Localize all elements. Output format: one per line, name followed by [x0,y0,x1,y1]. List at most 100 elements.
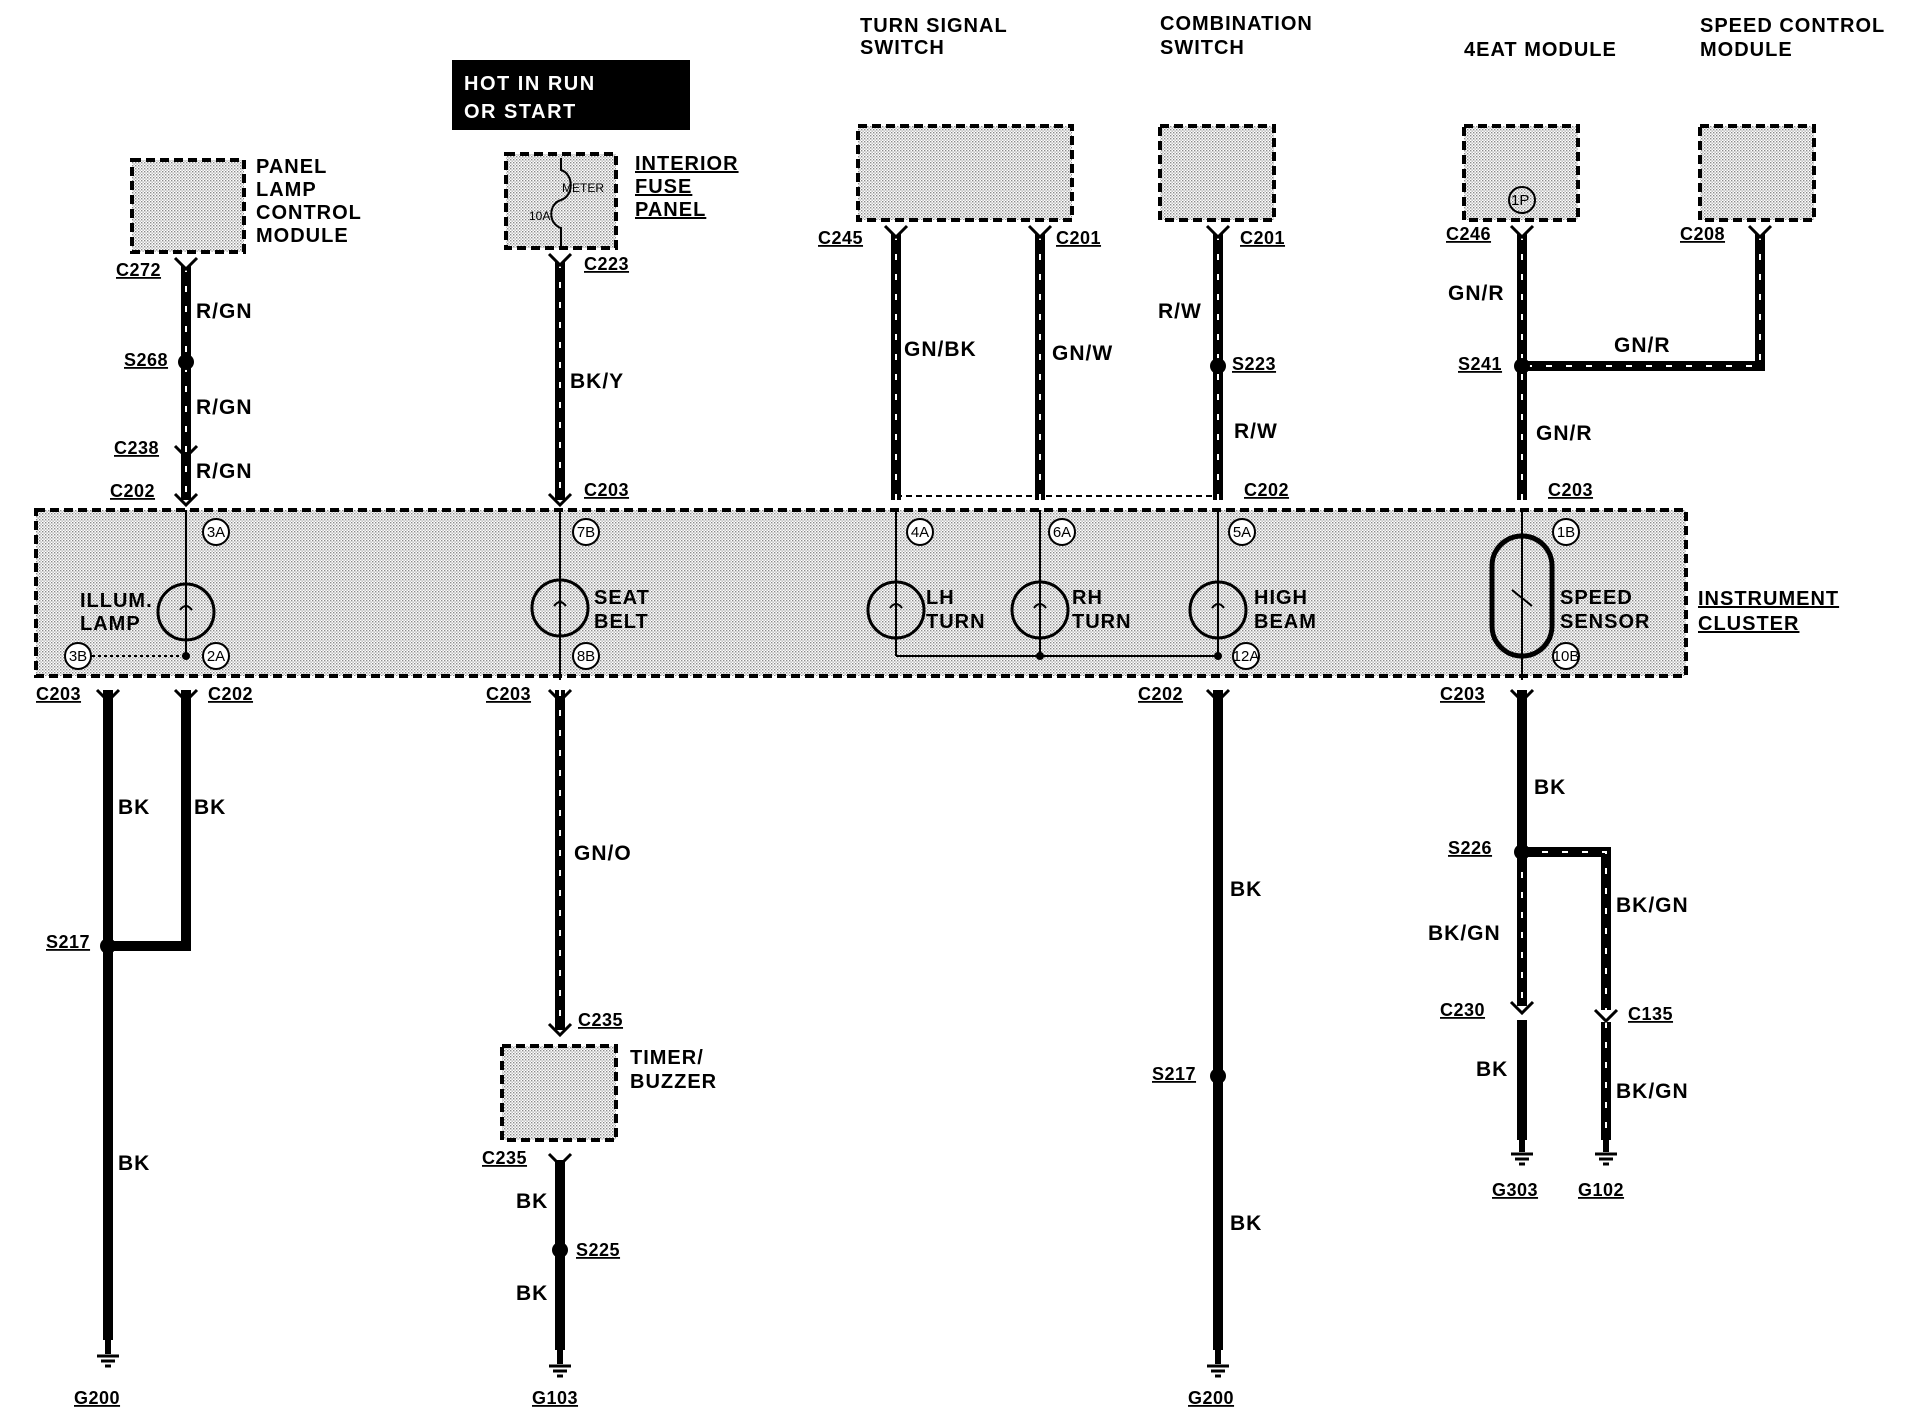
connector-c245: C245 [818,228,863,248]
connector-mark [173,688,199,704]
connector-c202-top-right: C202 [1244,480,1289,500]
lh-turn-lamp: LH TURN [866,580,986,640]
wire-label-bk-4: BK [516,1190,548,1213]
svg-text:ILLUM.: ILLUM. [80,590,153,612]
svg-text:SEAT: SEAT [594,587,650,609]
splice-dot [552,1242,568,1258]
connector-mark [547,252,573,268]
wire-label-gnr-1: GN/R [1448,282,1505,305]
pin-3b: 3B [64,642,92,670]
svg-text:HIGH: HIGH [1254,587,1308,609]
splice-dot [178,354,194,370]
pin-8b: 8B [572,642,600,670]
ground-g103: G103 [532,1388,578,1408]
connector-mark [1205,224,1231,240]
connector-mark [1509,1000,1535,1016]
wire-label-rgn-3: R/GN [196,460,253,483]
svg-text:TURN SIGNAL: TURN SIGNAL [860,15,1008,37]
connector-c203-top-speed: C203 [1548,480,1593,500]
splice-dot [1514,844,1530,860]
4eat-module-box [1462,124,1580,222]
wires [95,224,1773,1376]
wire-speed-bkgn-c135 [1522,847,1611,1010]
fuse-meter-label: METER [562,181,604,195]
connector-c246: C246 [1446,224,1491,244]
notice-line-2: OR START [464,101,577,123]
splice-dot [1210,358,1226,374]
svg-text:7B: 7B [577,524,595,541]
wire-label-bk-5: BK [516,1282,548,1305]
ground-symbol [1207,1350,1229,1376]
wire-label-bky: BK/Y [570,370,624,393]
pin-5a: 5A [1228,518,1256,546]
connector-c203-top-seat: C203 [584,480,629,500]
combination-switch-box [1158,124,1276,222]
svg-text:3B: 3B [69,648,87,665]
rh-turn-lamp: RH TURN [1010,580,1131,640]
connector-c223: C223 [584,254,629,274]
svg-text:PANEL: PANEL [635,199,706,221]
splice-s241: S241 [1458,354,1502,374]
wire-speed-control-gnr [1522,234,1765,371]
svg-text:BELT: BELT [594,611,649,633]
ground-symbol [549,1350,571,1376]
hot-in-run-notice: HOT IN RUN OR START [452,60,690,130]
panel-lamp-module-box [130,158,246,254]
4eat-pin-1p: 1P [1508,186,1536,214]
splice-s223: S223 [1232,354,1276,374]
splice-s226: S226 [1448,838,1492,858]
connector-c203-bottom-left: C203 [36,684,81,704]
wire-label-bk-8: BK [1534,776,1566,799]
wire-label-bkgn-2: BK/GN [1616,894,1689,917]
svg-text:SPEED CONTROL: SPEED CONTROL [1700,15,1885,37]
svg-text:PANEL: PANEL [256,156,327,178]
connector-mark [173,492,199,508]
svg-text:SWITCH: SWITCH [1160,37,1245,59]
connector-mark [547,688,573,704]
svg-text:12A: 12A [1233,648,1260,665]
connector-c202-top-left: C202 [110,481,155,501]
timer-buzzer-box [500,1044,618,1142]
svg-text:3A: 3A [207,524,225,541]
connector-mark [547,492,573,508]
splice-s268: S268 [124,350,168,370]
connector-mark [1205,688,1231,704]
wire-cluster-bk-illum [108,690,191,951]
wire-label-bk-9: BK [1476,1058,1508,1081]
connector-c208: C208 [1680,224,1725,244]
ground-symbol [1511,1138,1533,1164]
wire-label-bk-2: BK [194,796,226,819]
speed-sensor: SPEED SENSOR [1489,533,1649,659]
high-beam-lamp: HIGH BEAM [1188,580,1316,640]
interior-fuse-panel-label: INTERIOR FUSE PANEL [635,153,738,221]
splice-dot [1210,1068,1226,1084]
connector-c202-bottom-right: C202 [1138,684,1183,704]
pin-2a: 2A [202,642,230,670]
svg-text:MODULE: MODULE [256,225,349,247]
connector-c203-bottom-speed: C203 [1440,684,1485,704]
seat-belt-lamp: SEAT BELT [530,578,650,638]
svg-text:TURN: TURN [926,611,986,633]
svg-text:BUZZER: BUZZER [630,1071,717,1093]
svg-text:CONTROL: CONTROL [256,202,362,224]
svg-text:CLUSTER: CLUSTER [1698,613,1799,635]
connector-c235-top: C235 [578,1010,623,1030]
wire-label-rw-1: R/W [1158,300,1202,323]
svg-text:SWITCH: SWITCH [860,37,945,59]
ground-g102: G102 [1578,1180,1624,1200]
connector-c230: C230 [1440,1000,1485,1020]
svg-text:6A: 6A [1053,524,1071,541]
svg-text:5A: 5A [1233,524,1251,541]
svg-text:TIMER/: TIMER/ [630,1047,704,1069]
ground-g200-right: G200 [1188,1388,1234,1408]
connector-mark [1027,224,1053,240]
pin-6a: 6A [1048,518,1076,546]
pin-12a: 12A [1232,642,1260,670]
wire-label-bk-6: BK [1230,878,1262,901]
connector-mark [883,224,909,240]
connector-c235-bottom: C235 [482,1148,527,1168]
timer-buzzer-label: TIMER/ BUZZER [630,1047,717,1093]
splice-s225: S225 [576,1240,620,1260]
splice-dot [1514,358,1530,374]
connector-mark [95,688,121,704]
